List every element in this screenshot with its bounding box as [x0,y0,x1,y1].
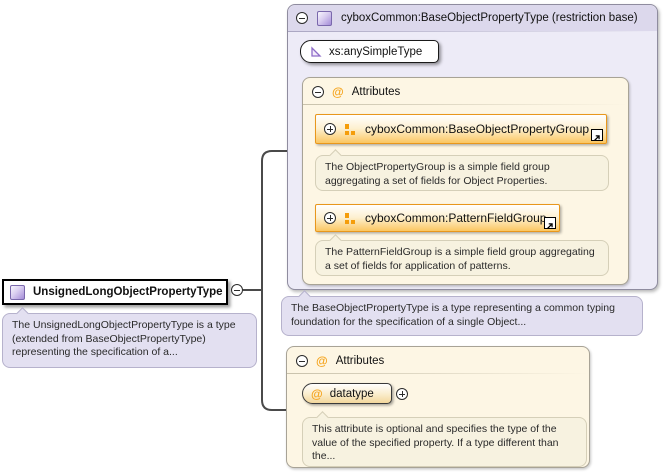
separator [303,104,628,105]
annotation-text: The ObjectPropertyGroup is a simple fiel… [325,161,550,187]
annotation-text: The PatternFieldGroup is a simple field … [325,246,595,272]
complex-type-icon [10,284,25,300]
separator [287,373,589,374]
annotation-text: The BaseObjectPropertyType is a type rep… [291,302,615,328]
simple-type-label: xs:anySimpleType [329,45,423,58]
base-type-title: cyboxCommon:BaseObjectPropertyType (rest… [341,12,638,24]
open-link-icon[interactable] [544,217,556,229]
expand-icon[interactable] [324,212,336,224]
attributes-header: @ Attributes [303,78,628,104]
collapse-icon[interactable] [296,12,308,24]
collapse-icon[interactable] [312,86,324,98]
attribute-pill-datatype[interactable]: @ datatype [302,383,392,404]
attribute-name: datatype [329,387,374,400]
attribute-group-row[interactable]: cyboxCommon:BaseObjectPropertyGroup [315,114,607,144]
attribute-at-icon: @ [316,354,328,368]
annotation-callout: The UnsignedLongObjectPropertyType is a … [2,306,257,368]
attribute-at-icon: @ [332,85,344,99]
simple-type-pill[interactable]: xs:anySimpleType [300,40,439,63]
annotation-text: The UnsignedLongObjectPropertyType is a … [12,319,236,359]
attribute-group-label: cyboxCommon:PatternFieldGroup [365,211,547,225]
element-box[interactable]: UnsignedLongObjectPropertyType [2,279,228,305]
annotation-callout: The ObjectPropertyGroup is a simple fiel… [315,148,609,191]
simple-type-icon [311,46,322,57]
complex-type-icon [317,10,332,26]
attributes-header-label: Attributes [335,355,385,367]
collapse-toggle-icon[interactable] [231,284,243,296]
annotation-text: This attribute is optional and specifies… [312,423,559,463]
separator [288,31,657,32]
attribute-at-icon: @ [311,386,323,401]
element-label: UnsignedLongObjectPropertyType [33,286,223,298]
attributes-header-label: Attributes [351,86,401,98]
attributes-header: @ Attributes [287,347,589,373]
attribute-group-icon [345,123,356,135]
open-link-icon[interactable] [591,129,603,141]
annotation-callout: The PatternFieldGroup is a simple field … [315,233,609,276]
annotation-callout: The BaseObjectPropertyType is a type rep… [281,289,643,336]
expand-icon[interactable] [324,123,336,135]
attribute-group-icon [345,212,356,224]
annotation-callout: This attribute is optional and specifies… [302,410,587,467]
expand-icon[interactable] [396,388,408,400]
attribute-group-row[interactable]: cyboxCommon:PatternFieldGroup [315,204,560,232]
base-type-header: cyboxCommon:BaseObjectPropertyType (rest… [288,5,657,31]
attribute-group-label: cyboxCommon:BaseObjectPropertyGroup [365,122,590,136]
collapse-icon[interactable] [296,355,308,367]
